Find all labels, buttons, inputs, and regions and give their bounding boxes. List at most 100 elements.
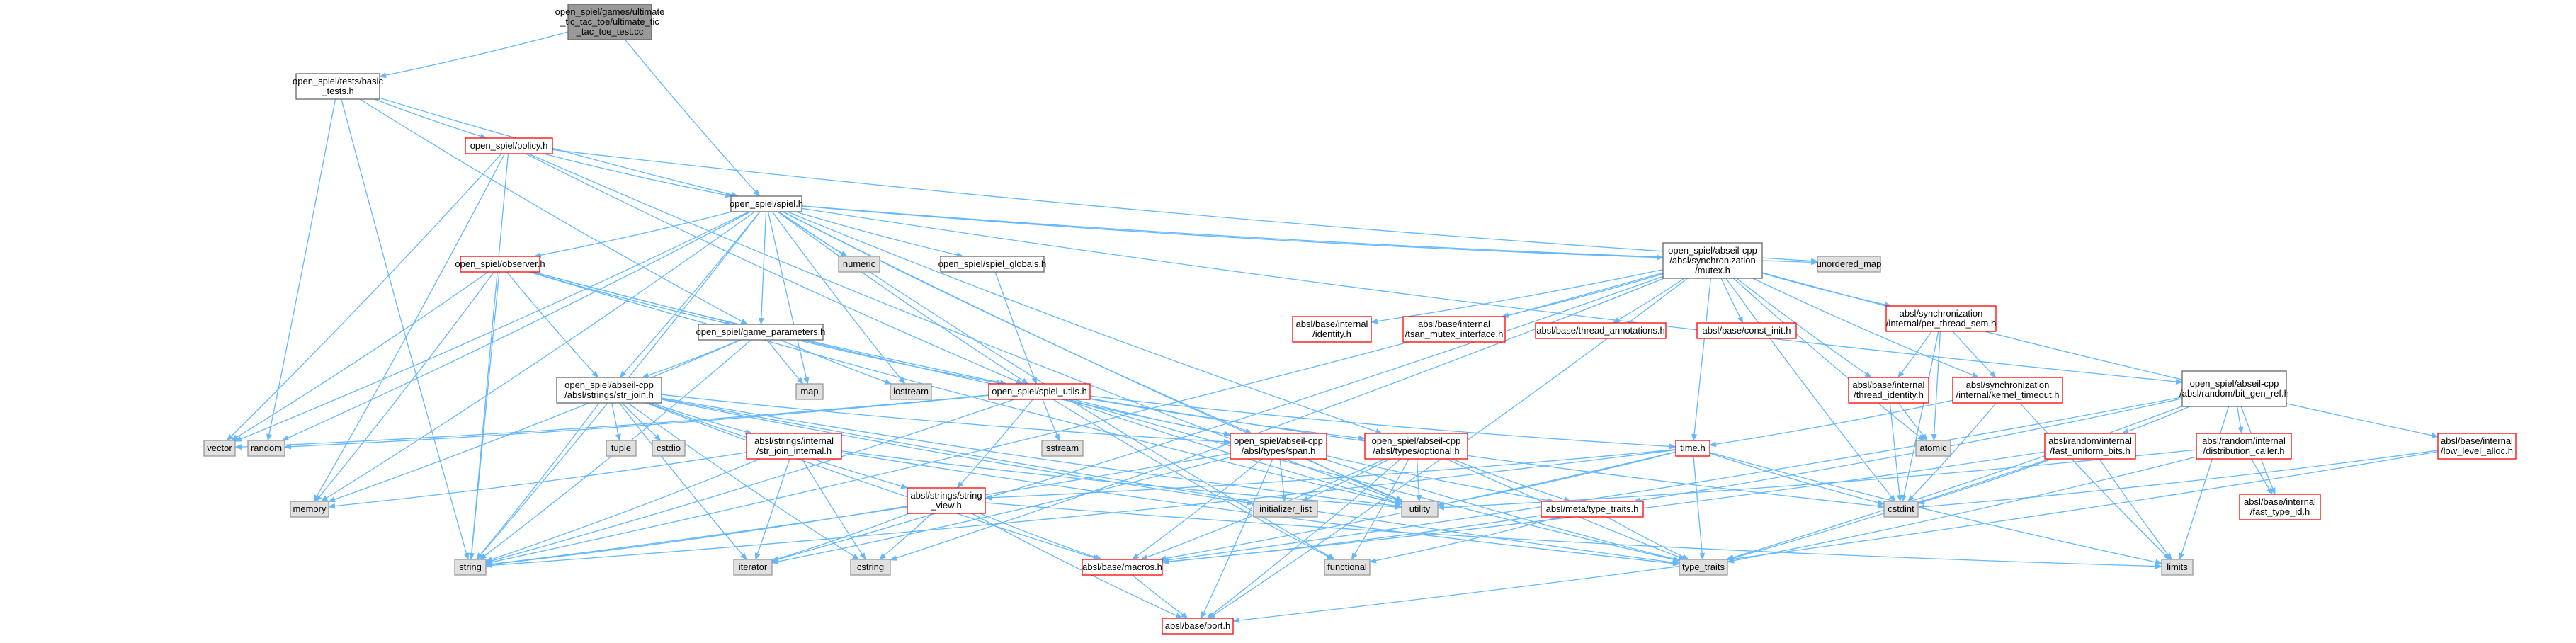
node-label: cstdint xyxy=(1888,503,1914,514)
node-atomic[interactable]: atomic xyxy=(1915,440,1951,457)
node-cstring[interactable]: cstring xyxy=(850,559,891,576)
edge-bit_gen_ref-to-type_traits_meta xyxy=(1633,398,2183,503)
edge-line xyxy=(956,399,1033,489)
node-utility[interactable]: utility xyxy=(1401,501,1439,518)
edge-str_join-to-str_join_internal xyxy=(651,402,753,435)
node-box xyxy=(1535,322,1667,339)
edge-line xyxy=(1369,516,1560,564)
edge-line xyxy=(787,211,1383,434)
edge-time-to-string xyxy=(485,449,1676,569)
node-limits[interactable]: limits xyxy=(2161,559,2194,576)
node-mutex[interactable]: open_spiel/abseil-cpp/absl/synchronizati… xyxy=(1662,242,1763,279)
edge-basic_tests-to-spiel xyxy=(379,97,739,198)
node-label: /identity.h xyxy=(1312,329,1351,339)
node-box xyxy=(2437,433,2517,460)
node-memory[interactable]: memory xyxy=(290,501,329,518)
node-tuple[interactable]: tuple xyxy=(606,440,637,457)
edge-line xyxy=(234,394,989,450)
edge-line xyxy=(801,207,2183,385)
node-type_traits[interactable]: type_traits xyxy=(1679,559,1728,576)
node-const_init[interactable]: absl/base/const_init.h xyxy=(1696,322,1797,339)
edge-line xyxy=(485,449,1676,569)
node-optional[interactable]: open_spiel/abseil-cpp/absl/types/optiona… xyxy=(1364,433,1468,460)
edge-line xyxy=(1279,458,1287,502)
node-policy[interactable]: open_spiel/policy.h xyxy=(465,137,553,154)
node-string[interactable]: string xyxy=(454,559,487,576)
node-label: _view.h xyxy=(930,500,961,511)
node-cstdint[interactable]: cstdint xyxy=(1883,501,1919,518)
node-functional[interactable]: functional xyxy=(1324,559,1371,576)
edge-spiel-to-bit_gen_ref xyxy=(801,207,2183,385)
node-label: sstream xyxy=(1046,443,1079,453)
edge-root-to-spiel xyxy=(624,39,761,197)
edge-line xyxy=(771,457,1231,564)
edge-str_join_internal-to-utility xyxy=(841,450,1402,510)
node-unordered_map[interactable]: unordered_map xyxy=(1817,256,1882,273)
node-numeric[interactable]: numeric xyxy=(838,256,880,273)
edge-spiel-to-spiel_utils xyxy=(777,211,1029,385)
node-port[interactable]: absl/base/port.h xyxy=(1162,618,1234,635)
edge-per_thread_sem-to-thread_identity xyxy=(1897,331,1932,378)
edge-game_parameters-to-iostream xyxy=(780,339,892,385)
edge-type_traits_meta-to-macros xyxy=(1162,515,1542,565)
node-cstdio[interactable]: cstdio xyxy=(652,440,686,457)
edge-mutex-to-thread_identity xyxy=(1736,278,1872,378)
node-macros[interactable]: absl/base/macros.h xyxy=(1082,559,1163,576)
node-identity[interactable]: absl/base/internal/identity.h xyxy=(1292,316,1372,343)
node-box xyxy=(1230,433,1327,460)
edge-line xyxy=(801,205,1818,266)
node-label: /distribution_caller.h xyxy=(2203,445,2285,456)
node-thread_ann[interactable]: absl/base/thread_annotations.h xyxy=(1535,322,1667,339)
node-type_traits_meta[interactable]: absl/meta/type_traits.h xyxy=(1541,501,1644,518)
edge-span-to-iterator xyxy=(771,457,1231,564)
edge-line xyxy=(266,98,336,441)
edge-game_parameters-to-memory xyxy=(328,339,742,503)
node-observer[interactable]: open_spiel/observer.h xyxy=(455,256,545,273)
node-map[interactable]: map xyxy=(795,383,824,400)
node-label: absl/meta/type_traits.h xyxy=(1546,503,1639,514)
node-dist_caller[interactable]: absl/random/internal/distribution_caller… xyxy=(2196,433,2292,460)
node-low_level_alloc[interactable]: absl/base/internal/low_level_alloc.h xyxy=(2437,433,2517,460)
node-label: absl/synchronization xyxy=(1900,308,1983,319)
node-label: /mutex.h xyxy=(1695,265,1730,275)
node-root[interactable]: open_spiel/games/ultimate_tic_tac_toe/ul… xyxy=(555,4,665,40)
dependency-edges xyxy=(226,31,2439,623)
dependency-nodes: open_spiel/games/ultimate_tic_tac_toe/ul… xyxy=(203,4,2517,635)
node-str_join_internal[interactable]: absl/strings/internal/str_join_internal.… xyxy=(746,433,842,460)
node-thread_identity[interactable]: absl/base/internal/thread_identity.h xyxy=(1848,377,1929,404)
node-initializer_list[interactable]: initializer_list xyxy=(1253,501,1318,518)
node-sstream[interactable]: sstream xyxy=(1041,440,1084,457)
node-iostream[interactable]: iostream xyxy=(890,383,932,400)
node-basic_tests[interactable]: open_spiel/tests/basic_tests.h xyxy=(293,73,383,100)
node-game_parameters[interactable]: open_spiel/game_parameters.h xyxy=(696,324,826,341)
node-spiel_utils[interactable]: open_spiel/spiel_utils.h xyxy=(988,383,1091,400)
node-per_thread_sem[interactable]: absl/synchronization/internal/per_thread… xyxy=(1885,305,1997,332)
edge-line xyxy=(313,153,506,502)
edge-span-to-type_traits_meta xyxy=(1326,455,1555,503)
node-fast_uniform[interactable]: absl/random/internal/fast_uniform_bits.h xyxy=(2044,433,2136,460)
node-string_view[interactable]: absl/strings/string_view.h xyxy=(907,487,986,514)
node-tsan[interactable]: absl/base/internal/tsan_mutex_interface.… xyxy=(1402,316,1506,343)
edge-mutex-to-time xyxy=(1691,278,1712,441)
node-span[interactable]: open_spiel/abseil-cpp/absl/types/span.h xyxy=(1230,433,1327,460)
node-str_join[interactable]: open_spiel/abseil-cpp/absl/strings/str_j… xyxy=(556,377,662,404)
node-bit_gen_ref[interactable]: open_spiel/abseil-cpp/absl/random/bit_ge… xyxy=(2179,370,2289,407)
node-fast_type_id[interactable]: absl/base/internal/fast_type_id.h xyxy=(2239,494,2321,520)
edge-line xyxy=(485,458,761,562)
node-spiel[interactable]: open_spiel/spiel.h xyxy=(730,195,803,212)
node-random[interactable]: random xyxy=(247,440,285,457)
node-label: /str_join_internal.h xyxy=(756,445,832,456)
edge-span-to-port xyxy=(1201,458,1273,619)
edge-macros-to-port xyxy=(1132,574,1188,619)
node-vector[interactable]: vector xyxy=(203,440,236,457)
edge-fast_uniform-to-cstdint xyxy=(1917,458,2053,505)
edge-line xyxy=(1889,402,1902,502)
node-time[interactable]: time.h xyxy=(1675,440,1710,457)
edge-mutex-to-low_level_alloc xyxy=(1761,272,2439,438)
edge-string_view-to-iterator xyxy=(771,513,909,562)
node-iterator[interactable]: iterator xyxy=(733,559,773,576)
node-spiel_globals[interactable]: open_spiel/spiel_globals.h xyxy=(938,256,1047,273)
edge-span-to-macros xyxy=(1131,458,1263,560)
node-kernel_timeout[interactable]: absl/synchronization/internal/kernel_tim… xyxy=(1952,377,2063,404)
edge-line xyxy=(619,211,761,378)
